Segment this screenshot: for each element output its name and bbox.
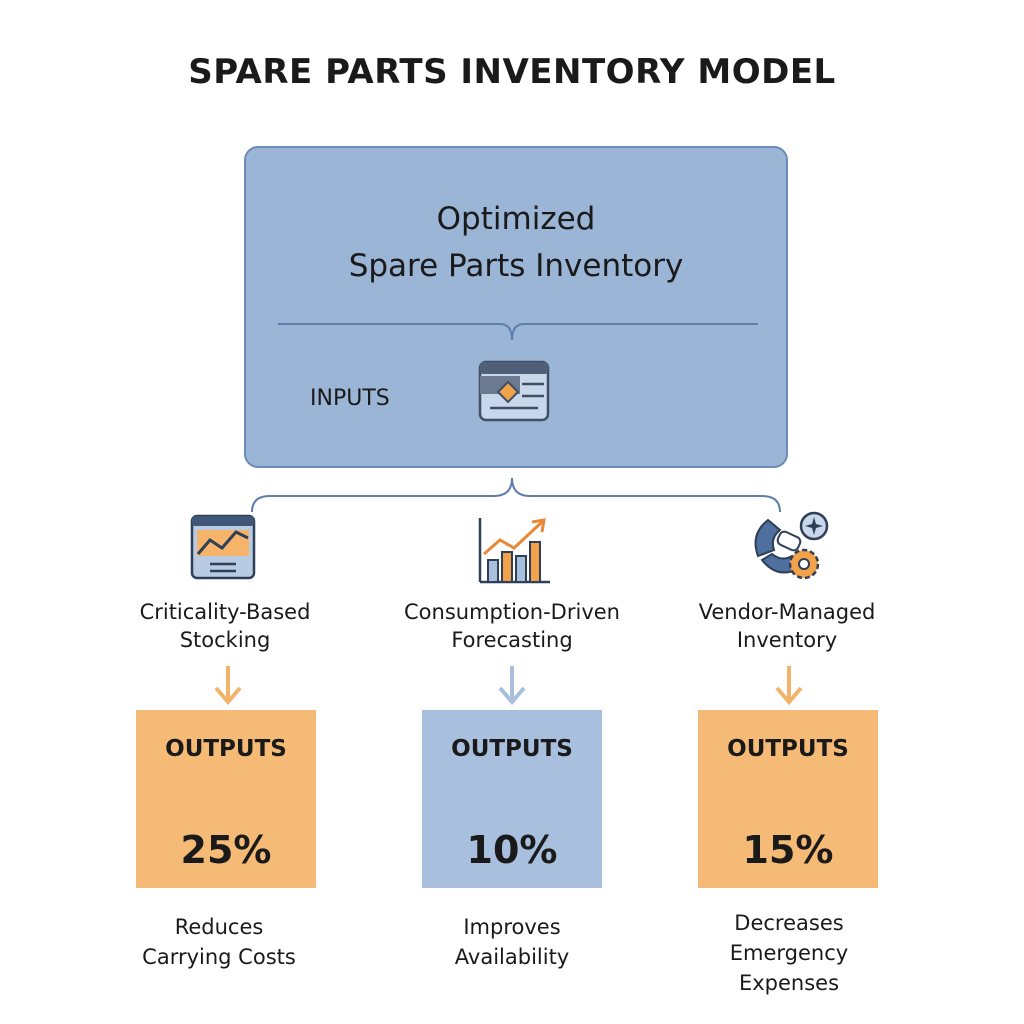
inputs-label: INPUTS bbox=[310, 386, 390, 411]
strategy-label-line: Stocking bbox=[179, 628, 271, 652]
desc-line: Decreases bbox=[734, 911, 844, 935]
strategy-label-line: Vendor-Managed bbox=[698, 600, 876, 624]
desc-line: Expenses bbox=[738, 971, 840, 995]
desc-line: Improves bbox=[463, 915, 561, 939]
output-percent-right: 15% bbox=[742, 828, 834, 872]
strategy-label-criticality: Criticality-Based Stocking bbox=[105, 598, 345, 654]
output-box-right bbox=[698, 710, 878, 888]
strategy-label-line: Forecasting bbox=[451, 628, 573, 652]
output-desc-left: Reduces Carrying Costs bbox=[109, 912, 329, 972]
desc-line: Reduces bbox=[174, 915, 264, 939]
gears-handshake-icon bbox=[754, 511, 829, 580]
output-percent-middle: 10% bbox=[466, 828, 558, 872]
arrow-right bbox=[775, 666, 803, 706]
strategy-label-vendor: Vendor-Managed Inventory bbox=[667, 598, 907, 654]
branch-brace bbox=[251, 477, 781, 513]
arrow-left bbox=[214, 666, 242, 706]
arrow-middle bbox=[498, 666, 526, 706]
output-percent-left: 25% bbox=[180, 828, 272, 872]
desc-line: Emergency bbox=[729, 941, 849, 965]
strategy-label-line: Criticality-Based bbox=[139, 600, 311, 624]
bar-chart-growth-icon bbox=[478, 518, 550, 584]
main-heading: Optimized Spare Parts Inventory bbox=[244, 196, 788, 290]
outputs-label-right: OUTPUTS bbox=[727, 736, 849, 762]
trend-chart-window-icon bbox=[190, 514, 256, 580]
diagram-title: SPARE PARTS INVENTORY MODEL bbox=[188, 52, 836, 92]
strategy-label-consumption: Consumption-Driven Forecasting bbox=[392, 598, 632, 654]
output-desc-right: Decreases Emergency Expenses bbox=[679, 908, 899, 998]
outputs-label-middle: OUTPUTS bbox=[451, 736, 573, 762]
strategy-label-line: Inventory bbox=[736, 628, 838, 652]
dashboard-icon bbox=[478, 360, 550, 422]
output-box-middle bbox=[422, 710, 602, 888]
main-heading-line1: Optimized bbox=[436, 201, 596, 237]
strategy-label-line: Consumption-Driven bbox=[404, 600, 620, 624]
output-box-left bbox=[136, 710, 316, 888]
output-desc-middle: Improves Availability bbox=[402, 912, 622, 972]
desc-line: Availability bbox=[454, 945, 570, 969]
desc-line: Carrying Costs bbox=[142, 945, 296, 969]
main-box-divider-brace bbox=[278, 323, 758, 341]
outputs-label-left: OUTPUTS bbox=[165, 736, 287, 762]
main-heading-line2: Spare Parts Inventory bbox=[348, 248, 684, 284]
